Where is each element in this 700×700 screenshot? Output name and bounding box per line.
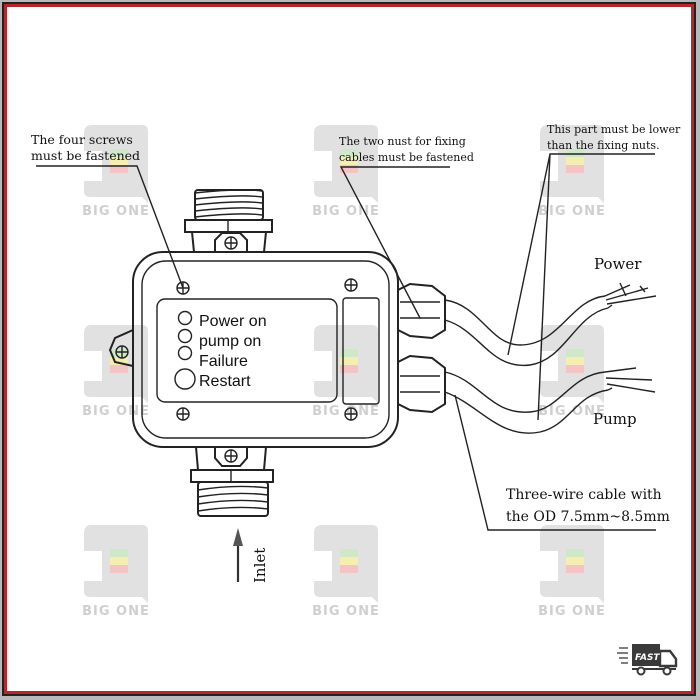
watermark-stripe [566, 357, 584, 365]
side-screw-icon [115, 345, 129, 359]
watermark-stripe [340, 565, 358, 573]
watermark-stripe [340, 165, 358, 173]
big-one-watermark: BIG ONE [82, 525, 150, 619]
bottom-fitting [190, 446, 274, 517]
watermark-stripe [566, 549, 584, 557]
watermark-stripe [110, 365, 128, 373]
label-pump-on: pump on [199, 333, 261, 350]
watermark-text: BIG ONE [82, 404, 150, 419]
fast-delivery-badge: FAST [617, 644, 678, 676]
failure-led [177, 345, 193, 361]
watermark-stripe [340, 557, 358, 565]
watermark-text: BIG ONE [538, 204, 606, 219]
big-one-watermark: BIG ONE [312, 325, 379, 419]
watermark-stripe [340, 349, 358, 357]
watermark-stripe [110, 549, 128, 557]
watermark-layer: BIG ONE BIG ONE BIG ONE BIG ONE BIG ONE BIG O… [82, 125, 606, 619]
watermark-stripe [340, 365, 358, 373]
screw-icon [224, 236, 238, 250]
power-label: Power [594, 255, 642, 273]
watermark-stripe [566, 349, 584, 357]
watermark-text: BIG ONE [312, 604, 380, 619]
corner-screw-icon [344, 407, 358, 421]
controller-housing: Power on pump on Failure Restart [108, 251, 399, 448]
corner-screw-icon [176, 407, 190, 421]
callout-cable: Three-wire cable with the OD 7.5mm~8.5mm [454, 394, 670, 531]
watermark-text: BIG ONE [82, 604, 150, 619]
speed-lines-icon [617, 647, 628, 664]
diagram-canvas: BIG ONE BIG ONE BIG ONE BIG ONE BIG ONE BIG O… [7, 7, 691, 691]
watermark-stripe [566, 565, 584, 573]
watermark-stripe [340, 157, 358, 165]
callout-cable-line2: the OD 7.5mm~8.5mm [506, 509, 670, 525]
pump-on-led [177, 328, 193, 344]
callout-cable-line1: Three-wire cable with [506, 487, 662, 503]
watermark-stripe [566, 149, 584, 157]
watermark-stripe [566, 557, 584, 565]
watermark-stripe [110, 165, 128, 173]
inlet-arrow [233, 528, 243, 582]
big-one-watermark: BIG ONE [312, 525, 380, 619]
pump-cable [444, 367, 656, 434]
watermark-stripe [340, 149, 358, 157]
delivery-truck-icon [632, 644, 678, 676]
restart-button[interactable] [174, 368, 196, 390]
big-one-watermark: BIG ONE [538, 325, 605, 419]
watermark-stripe [110, 565, 128, 573]
watermark-stripe [110, 357, 128, 365]
callout-lower-line1: This part must be lower [547, 123, 681, 136]
callout-screws-line1: The four screws [31, 132, 133, 147]
label-restart: Restart [199, 373, 251, 390]
cable-gland-power [397, 282, 446, 340]
callout-nuts-line1: The two nust for fixing [339, 135, 466, 148]
fast-badge-label: FAST [635, 653, 660, 663]
watermark-stripe [110, 349, 128, 357]
watermark-stripe [110, 157, 128, 165]
watermark-stripe [566, 157, 584, 165]
watermark-stripe [340, 357, 358, 365]
watermark-text: BIG ONE [538, 604, 606, 619]
cable-gland-pump [397, 354, 446, 414]
big-one-watermark: BIG ONE [538, 525, 606, 619]
corner-screw-icon [344, 278, 358, 292]
big-one-watermark: BIG ONE [538, 125, 606, 219]
watermark-text: BIG ONE [82, 204, 150, 219]
watermark-stripe [566, 165, 584, 173]
inlet-label: Inlet [251, 548, 269, 583]
label-power-on: Power on [199, 313, 267, 330]
pump-controller-wiring-diagram: BIG ONE BIG ONE BIG ONE BIG ONE BIG ONE BIG O… [31, 123, 681, 676]
power-on-led [177, 310, 193, 326]
watermark-stripe [110, 557, 128, 565]
watermark-text: BIG ONE [312, 204, 380, 219]
pump-label: Pump [593, 410, 637, 428]
big-one-watermark: BIG ONE [82, 125, 150, 219]
screw-icon [224, 449, 238, 463]
callout-nuts: The two nust for fixing cables must be f… [339, 135, 474, 319]
label-failure: Failure [199, 353, 248, 370]
callout-screws: The four screws must be fastened [31, 132, 184, 289]
top-fitting [184, 189, 273, 253]
power-cable [444, 282, 657, 367]
callout-screws-line2: must be fastened [31, 148, 140, 163]
watermark-stripe [340, 549, 358, 557]
watermark-stripe [110, 149, 128, 157]
watermark-stripe [566, 365, 584, 373]
callout-lower-part: This part must be lower than the fixing … [507, 123, 681, 421]
big-one-watermark: BIG ONE [82, 325, 150, 419]
callout-nuts-line2: cables must be fastened [339, 151, 474, 164]
callout-lower-line2: than the fixing nuts. [547, 139, 660, 152]
